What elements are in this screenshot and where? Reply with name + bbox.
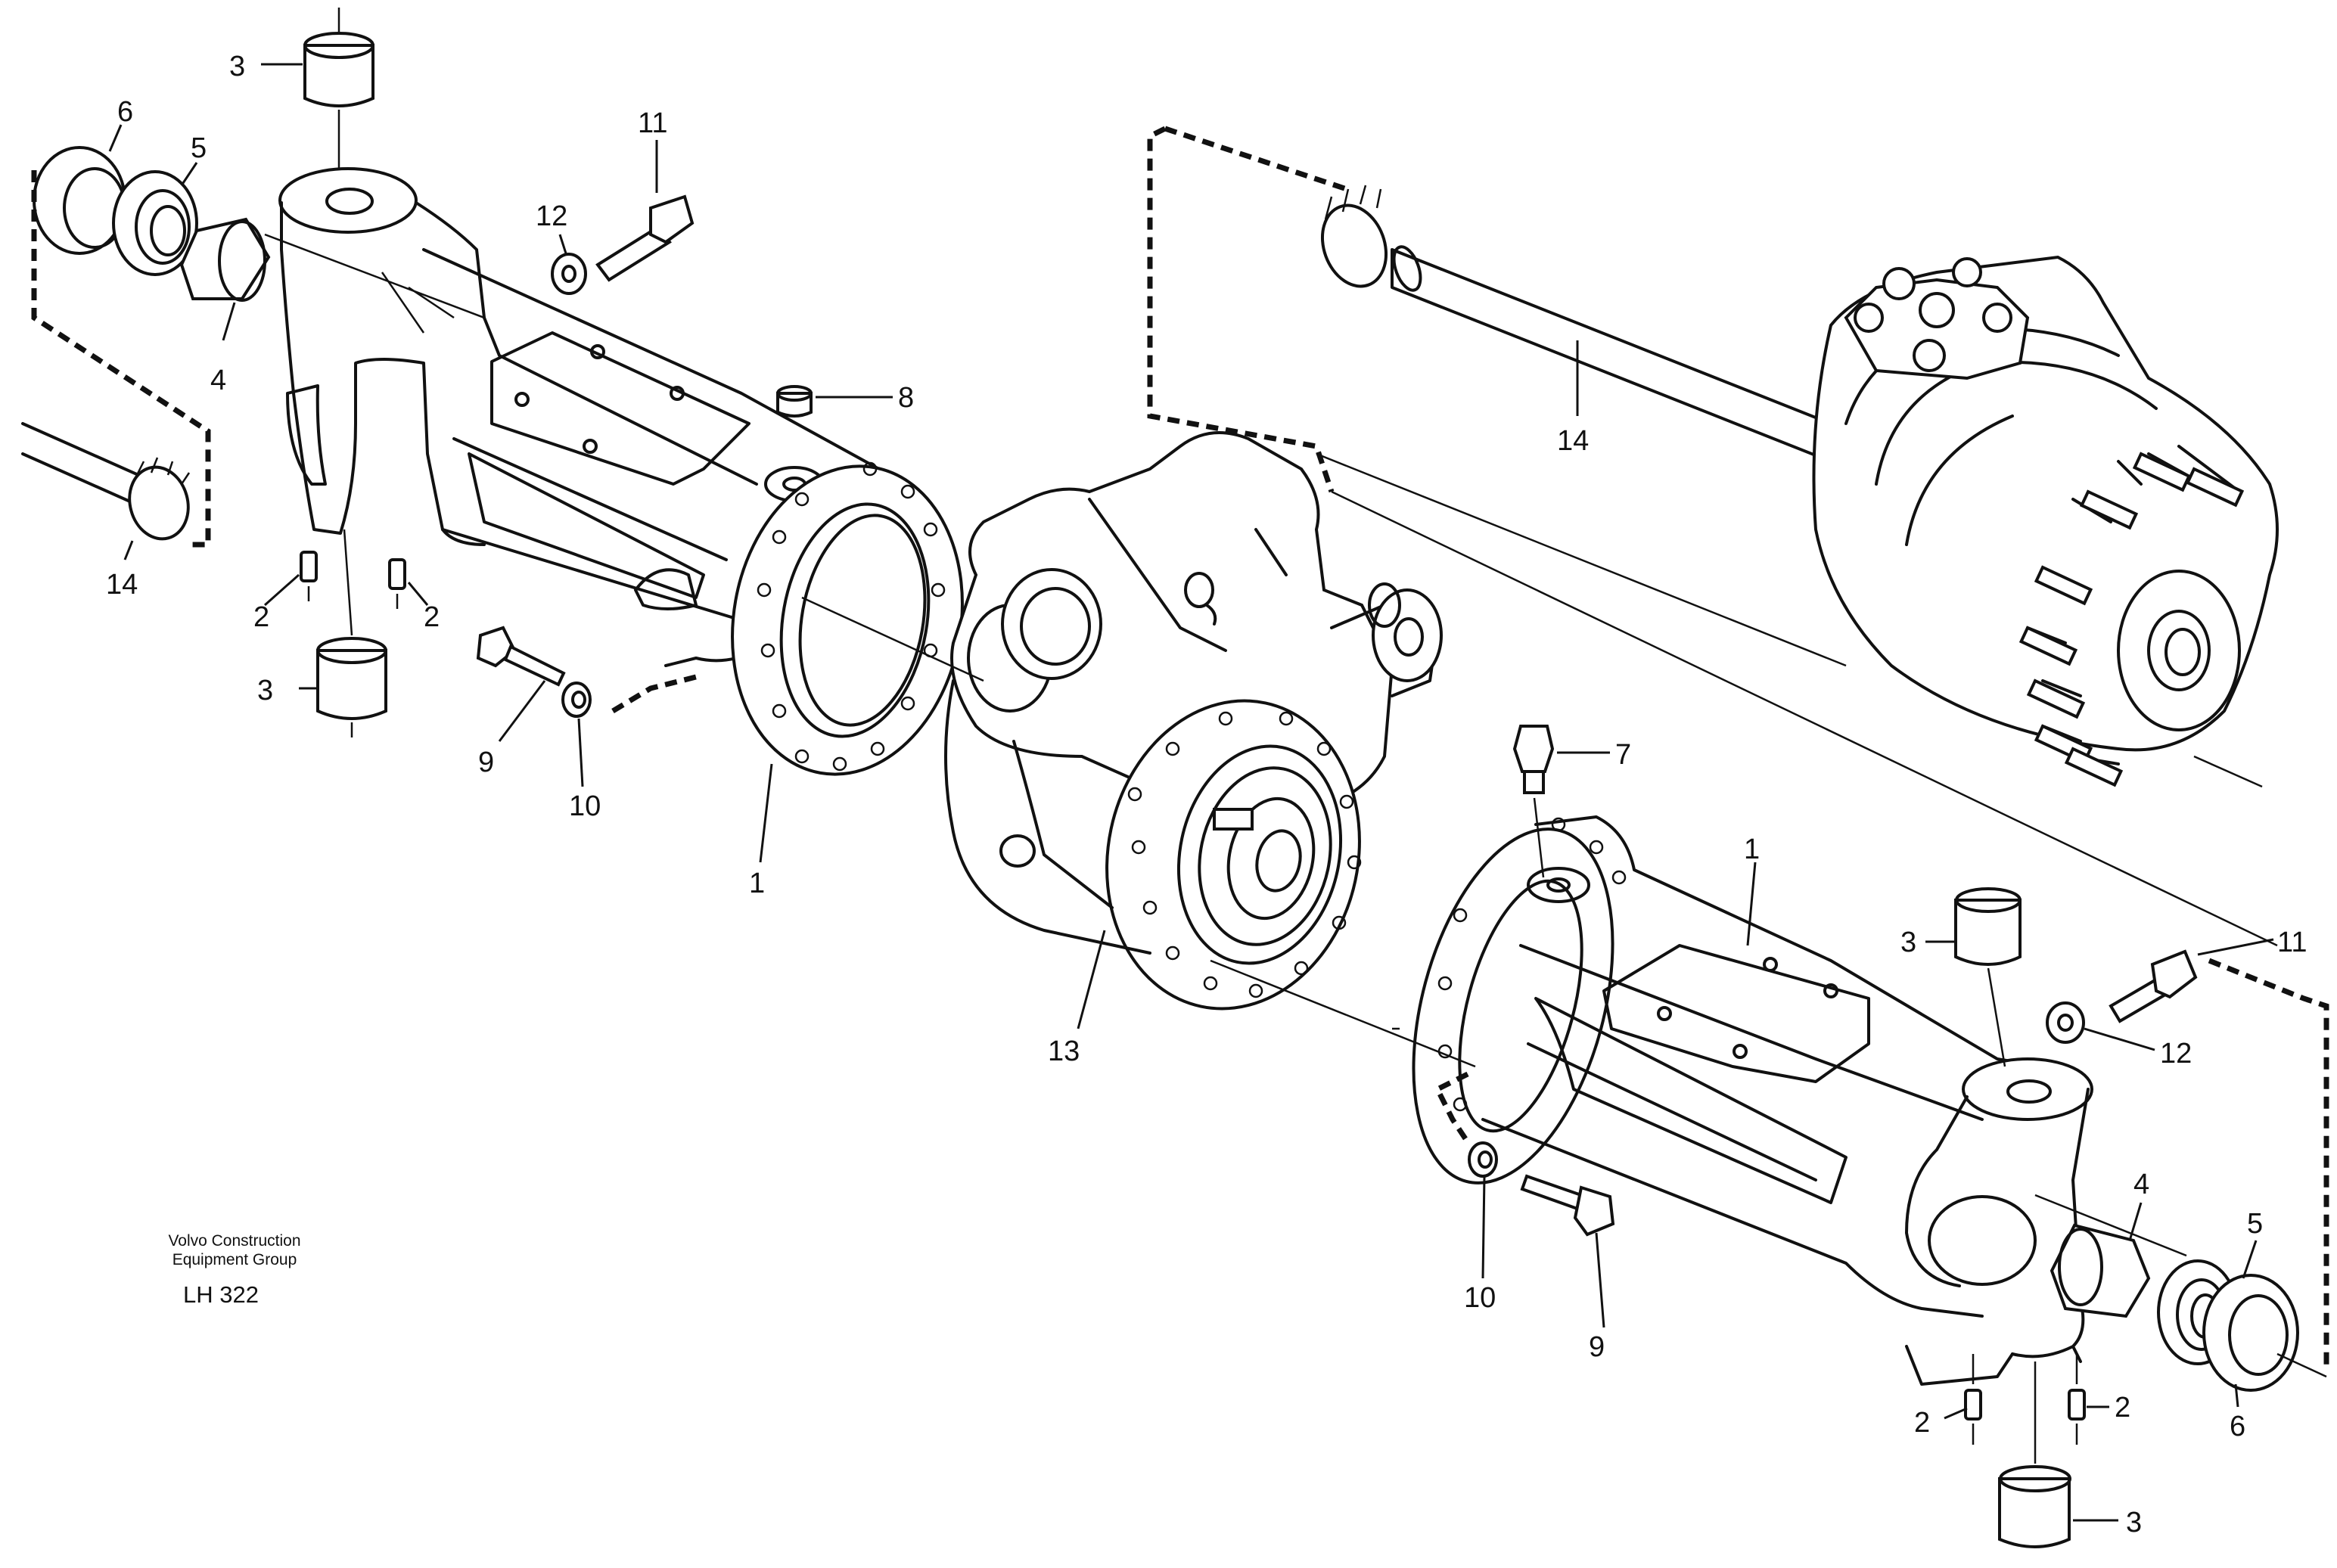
callout-10-right: 10 — [1464, 1282, 1496, 1314]
callout-3-mid-left: 3 — [257, 675, 273, 706]
callout-3-right-upper: 3 — [1900, 927, 1916, 958]
assembly-lines — [264, 233, 2327, 1378]
hub-and-drive-shaft — [1320, 185, 2279, 787]
callout-13: 13 — [1048, 1036, 1080, 1067]
callout-8: 8 — [898, 382, 914, 414]
right-flange-bolt — [1520, 1174, 1615, 1237]
callout-11-left: 11 — [638, 107, 667, 139]
caption-org-line2: Equipment Group — [172, 1251, 297, 1268]
left-flange-bolt — [476, 626, 566, 687]
left-bushing — [179, 217, 271, 302]
caption-org-line1: Volvo Construction — [168, 1232, 301, 1250]
left-drive-shaft — [21, 422, 191, 541]
callout-5-right: 5 — [2247, 1208, 2263, 1240]
callout-12-right: 12 — [2160, 1038, 2192, 1070]
left-axle-housing — [278, 167, 964, 776]
callout-11-right: 11 — [2277, 927, 2307, 958]
differential-carrier — [944, 431, 1443, 1011]
left-washer — [561, 682, 592, 718]
breather-nipple — [1512, 725, 1555, 878]
callout-labels: 3 6 5 4 14 2 2 3 11 12 8 9 10 1 13 14 7 … — [106, 51, 2307, 1539]
assembly-brackets — [31, 126, 2329, 1369]
left-pins — [300, 551, 406, 609]
left-top-bushing — [303, 8, 374, 170]
right-top-bushing — [1954, 887, 2022, 1067]
right-bottom-bushing — [1998, 1362, 2071, 1548]
callout-9-left: 9 — [478, 747, 494, 778]
right-bushing — [2050, 1223, 2151, 1318]
left-bearing — [112, 170, 198, 276]
callout-6-right: 6 — [2230, 1411, 2245, 1442]
callout-5-left: 5 — [191, 132, 207, 164]
caption-figure-code: LH 322 — [183, 1281, 259, 1308]
right-seal — [2202, 1274, 2299, 1392]
plug — [776, 385, 813, 418]
callout-6-left: 6 — [117, 96, 133, 128]
callout-2-right-b: 2 — [2115, 1392, 2130, 1424]
callout-4-left: 4 — [210, 365, 226, 396]
callout-7: 7 — [1615, 739, 1631, 771]
callout-12-left: 12 — [536, 200, 567, 232]
right-pins — [1964, 1354, 2086, 1445]
callout-3-bottom-right: 3 — [2126, 1507, 2142, 1539]
right-bolt — [2109, 949, 2198, 1023]
figure-caption: Volvo Construction Equipment Group LH 32… — [113, 1231, 356, 1309]
right-washer — [1468, 1141, 1498, 1178]
left-bottom-bushing — [316, 529, 387, 737]
callout-2-left-b: 2 — [424, 601, 440, 633]
left-bolt — [595, 194, 695, 282]
callout-1-left: 1 — [749, 868, 765, 899]
left-nut — [551, 253, 587, 295]
callout-10-left: 10 — [569, 790, 601, 822]
callout-2-right-a: 2 — [1914, 1407, 1930, 1439]
callout-9-right: 9 — [1589, 1331, 1605, 1363]
callout-4-right: 4 — [2133, 1169, 2149, 1200]
leader-lines — [108, 63, 2274, 1522]
left-seal — [33, 146, 126, 255]
right-nut — [2046, 1001, 2085, 1044]
callout-3-top-left: 3 — [229, 51, 245, 82]
callout-14-left: 14 — [106, 569, 138, 601]
callout-14-right: 14 — [1557, 425, 1589, 457]
callout-1-right: 1 — [1744, 834, 1760, 865]
callout-2-left-a: 2 — [253, 601, 269, 633]
